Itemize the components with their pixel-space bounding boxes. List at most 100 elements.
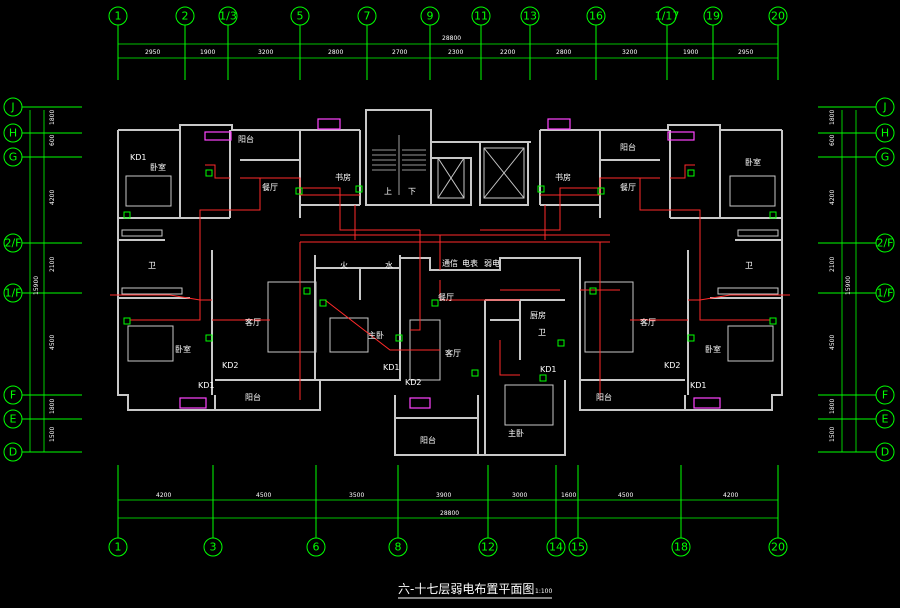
meter-box-label: 电表 [462,258,478,268]
room-label-bedroom: 卧室 [150,162,166,172]
svg-text:7: 7 [364,10,371,23]
svg-text:16: 16 [589,10,603,23]
room-label-dining: 餐厅 [620,183,636,192]
dim-left-total: 15900 [33,276,40,295]
svg-text:2/F: 2/F [876,237,893,250]
dim-left: 600 [49,134,56,146]
dim-top-total: 28800 [442,35,461,42]
svg-text:15: 15 [571,541,585,554]
svg-text:1: 1 [115,10,122,23]
dim-bottom: 3500 [349,492,364,499]
axis-bubble-top: 1/17 [655,6,680,26]
axis-bubble-bottom: 20 [768,537,788,557]
room-label-balcony: 阳台 [420,435,436,445]
svg-text:J: J [10,101,14,114]
axis-bubble-top: 7 [357,6,377,26]
svg-text:1/17: 1/17 [655,10,680,23]
dim-left: 2100 [49,257,56,272]
axis-bubble-left: G [3,147,23,167]
axis-bubble-bottom: 8 [388,537,408,557]
room-label-kd2: KD2 [664,361,681,370]
svg-text:8: 8 [395,541,402,554]
axis-bubble-top: 13 [520,6,540,26]
room-label-living: 客厅 [245,317,261,327]
dim-top: 1900 [200,49,215,56]
devices [123,169,777,382]
dim-bottom: 4500 [618,492,633,499]
svg-text:F: F [882,389,888,402]
axis-bubble-right: J [875,97,895,117]
svg-text:G: G [9,151,18,164]
axis-bubble-right: D [875,442,895,462]
dim-top: 2200 [500,49,515,56]
room-label-balcony: 阳台 [245,392,261,402]
room-label-kd1: KD1 [383,363,400,372]
axis-bubble-right: 1/F [875,283,895,303]
room-label-study: 书房 [555,172,571,182]
room-label-kd1: KD1 [130,153,147,162]
axis-bubble-bottom: 12 [478,537,498,557]
axis-bubble-right: G [875,147,895,167]
svg-text:9: 9 [427,10,434,23]
room-label-kd1: KD1 [198,381,215,390]
room-label-bath: 卫 [745,261,753,270]
dim-top: 3200 [622,49,637,56]
axis-bubble-left: D [3,442,23,462]
svg-text:G: G [881,151,890,164]
dim-left: 1500 [49,427,56,442]
svg-text:2/F: 2/F [4,237,21,250]
svg-text:18: 18 [674,541,688,554]
dim-right: 4200 [829,190,836,205]
axis-bubble-left: F [3,385,23,405]
svg-text:E: E [10,413,17,426]
svg-text:D: D [881,446,889,459]
dim-bottom: 1600 [561,492,576,499]
room-label-kd1: KD1 [690,381,707,390]
dim-right: 1800 [829,110,836,125]
title-scale: 1:100 [535,588,552,595]
drawing-title: 六-十七层弱电布置平面图 1:100 [398,582,552,599]
svg-text:H: H [9,127,17,140]
dim-bottom: 3900 [436,492,451,499]
axis-bubble-left: E [3,409,23,429]
svg-text:3: 3 [210,541,217,554]
svg-text:1/F: 1/F [4,287,21,300]
dim-top: 3200 [258,49,273,56]
weak-current-wiring [110,164,790,400]
axis-bubble-top: 2 [175,6,195,26]
room-label-balcony: 阳台 [238,134,254,144]
room-label-balcony: 阳台 [596,392,612,402]
dim-top: 2950 [738,49,753,56]
dim-bottom: 4500 [256,492,271,499]
axis-bubble-top: 9 [420,6,440,26]
dim-bottom: 4200 [156,492,171,499]
room-label-bedroom: 卧室 [705,344,721,354]
axis-bubble-right: H [875,123,895,143]
svg-text:J: J [882,101,886,114]
axis-bubble-top: 20 [768,6,788,26]
sign-b: 水 [385,260,393,270]
room-label-down: 下 [408,187,416,196]
axis-bubble-top: 19 [703,6,723,26]
svg-text:D: D [9,446,17,459]
room-label-up: 上 [384,187,392,196]
dim-right: 1500 [829,427,836,442]
dim-top: 2800 [556,49,571,56]
svg-text:13: 13 [523,10,537,23]
dim-top: 1900 [683,49,698,56]
meter-box-label: 通信 [442,258,458,268]
svg-text:5: 5 [297,10,304,23]
dimension-texts: 28800 2950 1900 3200 2800 2700 2300 2200… [33,35,852,517]
svg-text:E: E [882,413,889,426]
axis-bubble-right: E [875,409,895,429]
window-marks [121,147,779,426]
svg-text:20: 20 [771,541,785,554]
meter-box-label: 弱电 [484,258,500,268]
stair-treads [372,135,426,195]
room-label-bath: 卫 [538,328,546,337]
dim-top: 2800 [328,49,343,56]
axis-bubble-left: J [3,97,23,117]
axis-bubble-bottom: 18 [671,537,691,557]
svg-text:12: 12 [481,541,495,554]
